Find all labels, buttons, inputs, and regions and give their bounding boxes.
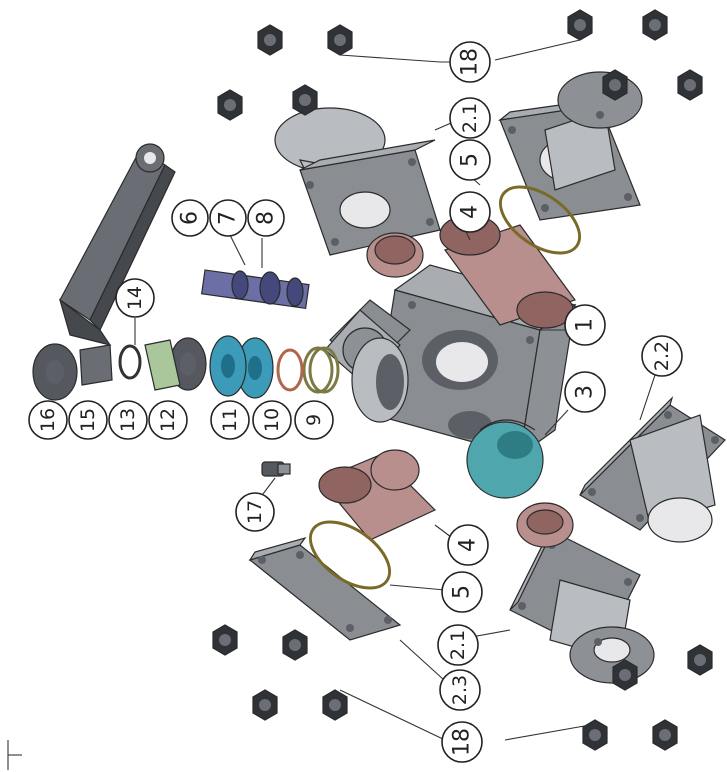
callout-2-2: 2.2 (641, 335, 683, 377)
svg-text:18: 18 (450, 728, 475, 756)
screw-17 (261, 461, 291, 477)
svg-text:4: 4 (456, 538, 481, 552)
callout-9: 9 (294, 400, 334, 440)
callout-18-top: 18 (449, 41, 491, 83)
end-cap-2-3 (248, 536, 402, 641)
svg-text:1: 1 (573, 318, 598, 332)
seat-4-bottom (318, 449, 437, 541)
svg-text:4: 4 (458, 205, 483, 219)
end-cap-2-2 (579, 395, 726, 543)
callout-16: 16 (28, 400, 68, 440)
svg-text:13: 13 (117, 408, 139, 432)
svg-text:2.3: 2.3 (449, 675, 471, 705)
callout-2-1-bottom: 2.1 (437, 624, 479, 666)
callout-3: 3 (564, 371, 606, 413)
end-cap-2-1-top (274, 107, 441, 256)
svg-text:9: 9 (303, 414, 325, 426)
callout-15: 15 (68, 400, 108, 440)
body-top-flange (324, 299, 411, 423)
callout-6: 6 (171, 199, 209, 237)
stem-6-7-8 (200, 269, 310, 310)
svg-text:14: 14 (124, 286, 146, 310)
callout-2-3: 2.3 (439, 669, 481, 711)
callout-12: 12 (148, 400, 188, 440)
bolts-18 (212, 9, 713, 751)
svg-text:11: 11 (219, 408, 241, 432)
callout-18-bottom: 18 (441, 721, 483, 763)
ball-3 (466, 419, 544, 499)
svg-text:18: 18 (458, 48, 483, 76)
svg-text:2.1: 2.1 (459, 103, 481, 133)
callout-10: 10 (252, 400, 292, 440)
component-stack (32, 335, 340, 401)
svg-text:2.1: 2.1 (447, 630, 469, 660)
leader-lines (134, 39, 656, 741)
svg-text:7: 7 (216, 211, 241, 225)
o-ring-5-top (498, 185, 582, 255)
callout-11: 11 (210, 400, 250, 440)
svg-text:10: 10 (261, 408, 283, 432)
callout-13: 13 (108, 400, 148, 440)
callout-1: 1 (564, 304, 606, 346)
callout-5-bottom: 5 (441, 571, 483, 613)
svg-text:17: 17 (244, 500, 266, 524)
svg-text:12: 12 (157, 408, 179, 432)
end-cap-2-1-right-top (497, 71, 643, 221)
svg-text:6: 6 (178, 211, 203, 225)
svg-text:5: 5 (450, 585, 475, 599)
valve-body (374, 264, 577, 457)
svg-text:16: 16 (37, 408, 59, 432)
lever-handle (58, 143, 176, 346)
o-ring-5-bottom (308, 520, 392, 590)
callout-2-1-top: 2.1 (449, 97, 491, 139)
callout-17: 17 (235, 492, 275, 532)
svg-text:8: 8 (254, 211, 279, 225)
callout-4-bottom: 4 (447, 524, 489, 566)
callout-7: 7 (209, 199, 247, 237)
svg-text:15: 15 (77, 408, 99, 432)
callout-5-top: 5 (449, 139, 491, 181)
callout-4-top: 4 (449, 191, 491, 233)
callout-8: 8 (247, 199, 285, 237)
seat-4-top-small (366, 232, 424, 278)
axis-marker (7, 740, 22, 770)
svg-text:2.2: 2.2 (651, 341, 673, 371)
callout-14: 14 (115, 278, 155, 318)
svg-text:5: 5 (458, 153, 483, 167)
svg-text:3: 3 (573, 385, 598, 399)
seat-4-bottom-small (516, 502, 574, 548)
end-cap-2-1-bottom (509, 523, 655, 684)
